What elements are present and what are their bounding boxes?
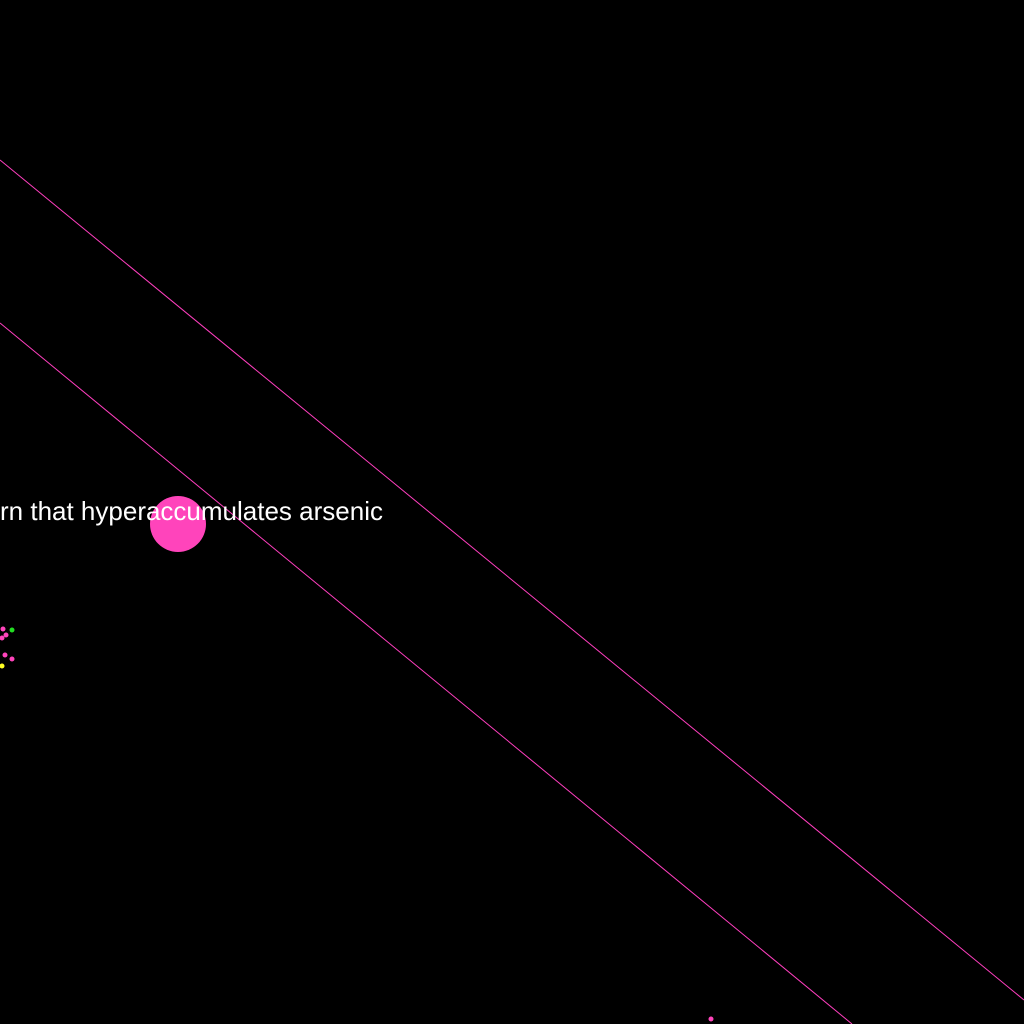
graph-node[interactable] xyxy=(0,663,5,669)
graph-node[interactable] xyxy=(3,632,9,638)
graph-node-focus[interactable] xyxy=(150,496,206,552)
graph-node[interactable] xyxy=(0,635,5,641)
graph-node[interactable] xyxy=(708,1016,714,1022)
node-cluster xyxy=(0,626,15,669)
graph-node[interactable] xyxy=(9,656,15,662)
graph-edge xyxy=(0,322,853,1024)
graph-edge xyxy=(0,159,1024,1001)
graph-node[interactable] xyxy=(2,652,8,658)
graph-node[interactable] xyxy=(0,626,6,632)
node-label: rn that hyperaccumulates arsenic xyxy=(0,496,383,526)
graph-node[interactable] xyxy=(9,627,15,633)
